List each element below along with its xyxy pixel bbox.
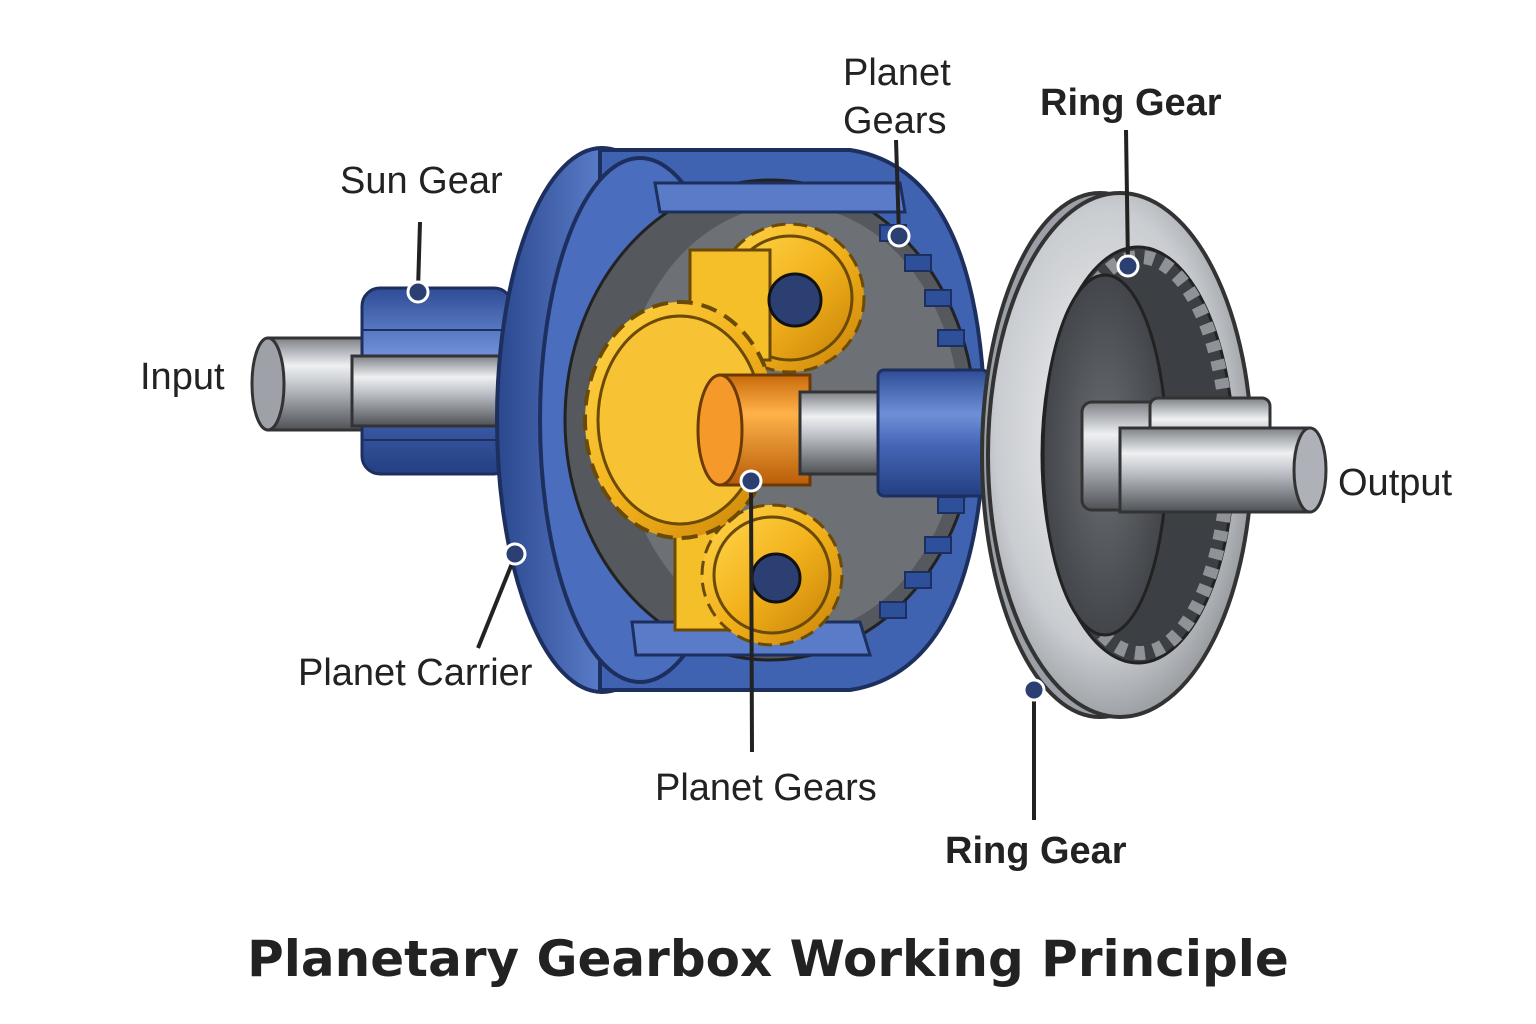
label-ring-gear-bottom: Ring Gear [945,828,1127,876]
label-ring-gear-top: Ring Gear [1040,80,1222,128]
leader-ring-gear-top [1126,130,1128,264]
dot-planet-gears-top [889,226,909,246]
leader-sun-gear [418,222,420,290]
label-planet-gears-top-line1: Planet [843,50,951,98]
leader-planet-carrier [478,556,515,648]
dot-ring-gear-bottom [1024,680,1044,700]
dot-planet-carrier [505,544,525,564]
label-sun-gear: Sun Gear [340,158,503,206]
label-planet-gears-top-line2: Gears [843,98,946,146]
diagram-title: Planetary Gearbox Working Principle [0,930,1536,988]
label-planet-gears-bottom: Planet Gears [655,765,877,813]
leader-planet-gears-bottom [751,483,752,752]
output-shaft [1082,398,1326,512]
label-output: Output [1338,460,1452,508]
label-input: Input [140,354,225,402]
dot-planet-gears-bottom [741,471,761,491]
dot-sun-gear [408,282,428,302]
dot-ring-gear-top [1118,256,1138,276]
label-planet-carrier: Planet Carrier [298,650,532,698]
sun-gear-hub [698,375,810,485]
